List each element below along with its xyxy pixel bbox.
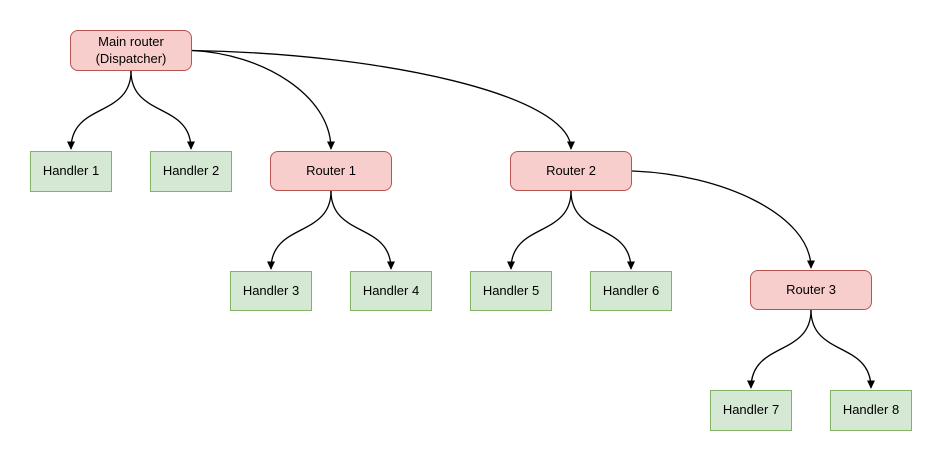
edge-main-to-router1 (191, 49, 336, 150)
edge-main-to-router2 (191, 49, 576, 150)
edge-main-to-handler1 (66, 70, 132, 150)
edge-router2-to-router3 (631, 170, 816, 269)
node-router2: Router 2 (510, 151, 632, 191)
edge-router1-to-handler4 (330, 190, 396, 270)
node-handler8: Handler 8 (830, 390, 912, 431)
edge-main-to-handler2 (130, 70, 196, 150)
node-router3: Router 3 (750, 270, 872, 310)
edge-router1-to-handler3 (266, 190, 332, 270)
edge-router3-to-handler7 (746, 309, 812, 389)
node-handler1: Handler 1 (30, 151, 112, 192)
node-handler5: Handler 5 (470, 271, 552, 311)
node-handler3: Handler 3 (230, 271, 312, 311)
node-handler4: Handler 4 (350, 271, 432, 311)
node-main: Main router (Dispatcher) (70, 30, 192, 71)
edge-router3-to-handler8 (810, 309, 876, 389)
node-handler7: Handler 7 (710, 390, 792, 431)
edge-router2-to-handler5 (506, 190, 572, 270)
node-handler6: Handler 6 (590, 271, 672, 311)
node-handler2: Handler 2 (150, 151, 232, 192)
node-router1: Router 1 (270, 151, 392, 191)
edge-router2-to-handler6 (570, 190, 636, 270)
